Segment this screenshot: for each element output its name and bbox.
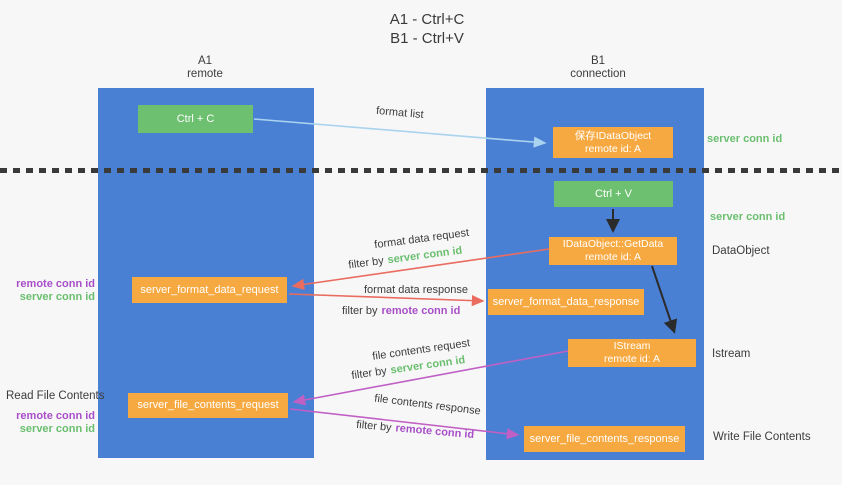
remote-conn-id-text: remote conn id bbox=[395, 422, 475, 442]
column-header-a1: A1 remote bbox=[145, 55, 265, 81]
title-line-2: B1 - Ctrl+V bbox=[390, 30, 464, 47]
node-server-file-contents-request: server_file_contents_request bbox=[128, 393, 288, 418]
node-ctrl-v: Ctrl + V bbox=[554, 181, 673, 207]
node-server-format-data-response: server_format_data_response bbox=[488, 289, 644, 315]
node-ctrl-c-label: Ctrl + C bbox=[176, 112, 215, 125]
right-label-dataobject: DataObject bbox=[712, 245, 770, 257]
node-idataobject-getdata-line1: IDataObject::GetData bbox=[562, 238, 664, 250]
column-b1-id: B1 bbox=[590, 55, 606, 67]
title-line-1: A1 - Ctrl+C bbox=[389, 11, 465, 28]
machine-boundary-dashed-line bbox=[0, 168, 842, 173]
node-ctrl-v-label: Ctrl + V bbox=[595, 187, 632, 200]
left-conn-id-pair-format: remote conn id server conn id bbox=[13, 278, 95, 303]
filter-by-text: filter by bbox=[342, 305, 378, 317]
right-label-server-conn-id-top: server conn id bbox=[707, 133, 783, 145]
node-server-format-data-request: server_format_data_request bbox=[132, 277, 287, 303]
column-header-b1: B1 connection bbox=[538, 55, 658, 81]
right-label-write-file-contents: Write File Contents bbox=[713, 431, 811, 443]
left-label-server-conn-id-format: server conn id bbox=[19, 290, 95, 303]
node-ctrl-c: Ctrl + C bbox=[138, 105, 253, 133]
node-idataobject-getdata: IDataObject::GetData remote id: A bbox=[549, 237, 677, 265]
right-label-istream: Istream bbox=[712, 348, 751, 360]
filter-by-text: filter by bbox=[347, 254, 385, 272]
filter-by-text: filter by bbox=[355, 418, 393, 434]
edge-label-file-contents-response: file contents response bbox=[373, 392, 482, 418]
filter-by-text: filter by bbox=[350, 365, 388, 382]
node-server-format-data-request-label: server_format_data_request bbox=[140, 283, 279, 296]
remote-conn-id-text: remote conn id bbox=[381, 305, 461, 317]
node-istream-line2: remote id: A bbox=[603, 353, 661, 365]
node-server-format-data-response-label: server_format_data_response bbox=[492, 295, 640, 308]
node-server-file-contents-request-label: server_file_contents_request bbox=[137, 399, 279, 411]
left-conn-id-pair-file: remote conn id server conn id bbox=[13, 410, 95, 435]
left-label-read-file-contents: Read File Contents bbox=[6, 390, 105, 402]
node-server-file-contents-response-label: server_file_contents_response bbox=[529, 432, 680, 445]
node-istream-line1: IStream bbox=[613, 340, 651, 352]
column-b1-role: connection bbox=[570, 68, 626, 80]
edge-label-format-list: format list bbox=[375, 104, 425, 122]
right-label-server-conn-id-mid: server conn id bbox=[710, 211, 786, 223]
edge-label-format-data-response: format data response bbox=[364, 284, 468, 296]
node-istream: IStream remote id: A bbox=[568, 339, 696, 367]
column-a1-role: remote bbox=[187, 68, 223, 80]
node-server-file-contents-response: server_file_contents_response bbox=[524, 426, 685, 452]
left-label-remote-conn-id-format: remote conn id bbox=[16, 278, 95, 290]
node-idataobject-getdata-line2: remote id: A bbox=[584, 251, 642, 263]
node-save-idataobject: 保存IDataObject remote id: A bbox=[553, 127, 673, 158]
node-save-idataobject-line1: 保存IDataObject bbox=[574, 129, 652, 142]
left-label-server-conn-id-file: server conn id bbox=[19, 422, 95, 435]
column-a1-id: A1 bbox=[197, 55, 213, 67]
diagram-title: A1 - Ctrl+C B1 - Ctrl+V bbox=[347, 10, 507, 48]
left-label-remote-conn-id-file: remote conn id bbox=[16, 410, 95, 422]
node-save-idataobject-line2: remote id: A bbox=[584, 142, 642, 155]
